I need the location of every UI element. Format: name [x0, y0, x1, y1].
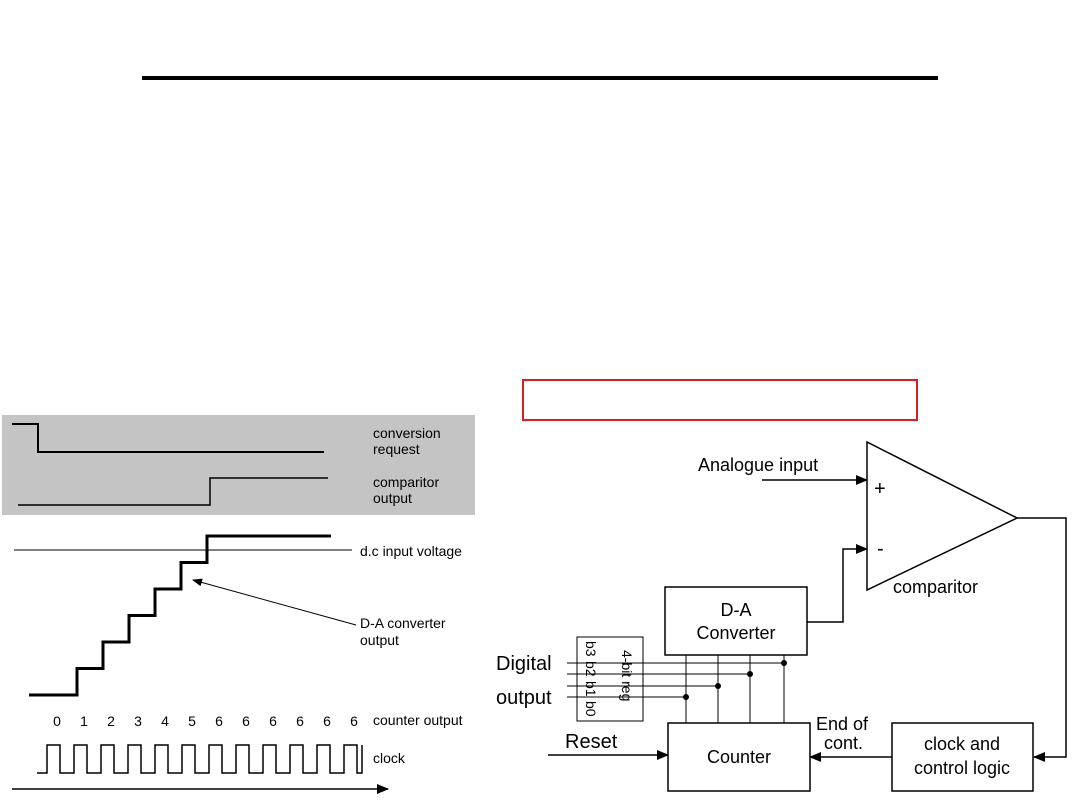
counter-value: 6 — [242, 713, 250, 729]
end-of-conv-label-1: End of — [816, 714, 869, 734]
highlight-box — [522, 379, 918, 421]
clock-label: clock — [373, 750, 406, 766]
comparitor-output-trace — [18, 477, 328, 506]
counter-value: 6 — [215, 713, 223, 729]
register-bit-b1: b1 — [583, 681, 599, 697]
counter-value: 2 — [107, 713, 115, 729]
register-block — [576, 636, 644, 722]
counter-value: 4 — [161, 713, 169, 729]
comparitor-output-label-2: output — [373, 490, 412, 506]
dc-input-voltage-label: d.c input voltage — [360, 543, 462, 559]
conversion-request-label-2: request — [373, 441, 420, 457]
conversion-request-label-1: conversion — [373, 425, 441, 441]
conversion-request-trace — [12, 423, 324, 453]
register-bus — [567, 655, 785, 723]
da-converter-label-1: D-A — [721, 600, 752, 620]
timing-diagram: conversion request comparitor output d.c… — [12, 423, 463, 794]
bus-junctions — [683, 660, 787, 700]
minus-sign: - — [877, 538, 884, 560]
da-output-pointer — [192, 578, 357, 626]
da-output-label-2: output — [360, 632, 399, 648]
digital-output-label-2: output — [496, 687, 552, 709]
comparator-triangle — [866, 440, 1019, 592]
plus-sign: + — [874, 478, 886, 500]
counter-value: 3 — [134, 713, 142, 729]
end-of-conv-label-2: cont. — [824, 733, 863, 753]
da-to-comparator-wire — [807, 544, 868, 623]
comparitor-output-label-1: comparitor — [373, 474, 439, 490]
counter-value: 1 — [80, 713, 88, 729]
counter-values: 0 1 2 3 4 5 6 6 6 6 6 6 — [53, 713, 358, 729]
clock-waveform — [37, 744, 363, 774]
counter-value: 6 — [269, 713, 277, 729]
comparator-output-wire — [1017, 517, 1067, 762]
signal-panel — [2, 415, 475, 515]
counter-value: 6 — [323, 713, 331, 729]
reset-label: Reset — [565, 731, 618, 753]
counter-output-label: counter output — [373, 712, 463, 728]
register-bit-b2: b2 — [583, 661, 599, 677]
da-converter-block — [664, 586, 808, 656]
da-converter-staircase — [29, 534, 331, 697]
clock-control-label-1: clock and — [924, 734, 1000, 754]
title-underline — [142, 76, 938, 80]
da-output-label-1: D-A converter — [360, 615, 446, 631]
register-bit-b0: b0 — [583, 701, 599, 717]
register-bit-b3: b3 — [583, 641, 599, 657]
counter-value: 0 — [53, 713, 61, 729]
da-converter-label-2: Converter — [696, 623, 775, 643]
register-name: 4-bit reg — [619, 650, 635, 701]
analogue-input-label: Analogue input — [698, 455, 818, 475]
block-diagram: + - comparitor Analogue input D-A Conver… — [496, 440, 1067, 792]
counter-value: 6 — [296, 713, 304, 729]
comparitor-label: comparitor — [893, 577, 978, 597]
counter-label: Counter — [707, 747, 771, 767]
counter-value: 6 — [350, 713, 358, 729]
clock-control-label-2: control logic — [914, 758, 1010, 778]
counter-value: 5 — [188, 713, 196, 729]
digital-output-label-1: Digital — [496, 653, 552, 675]
